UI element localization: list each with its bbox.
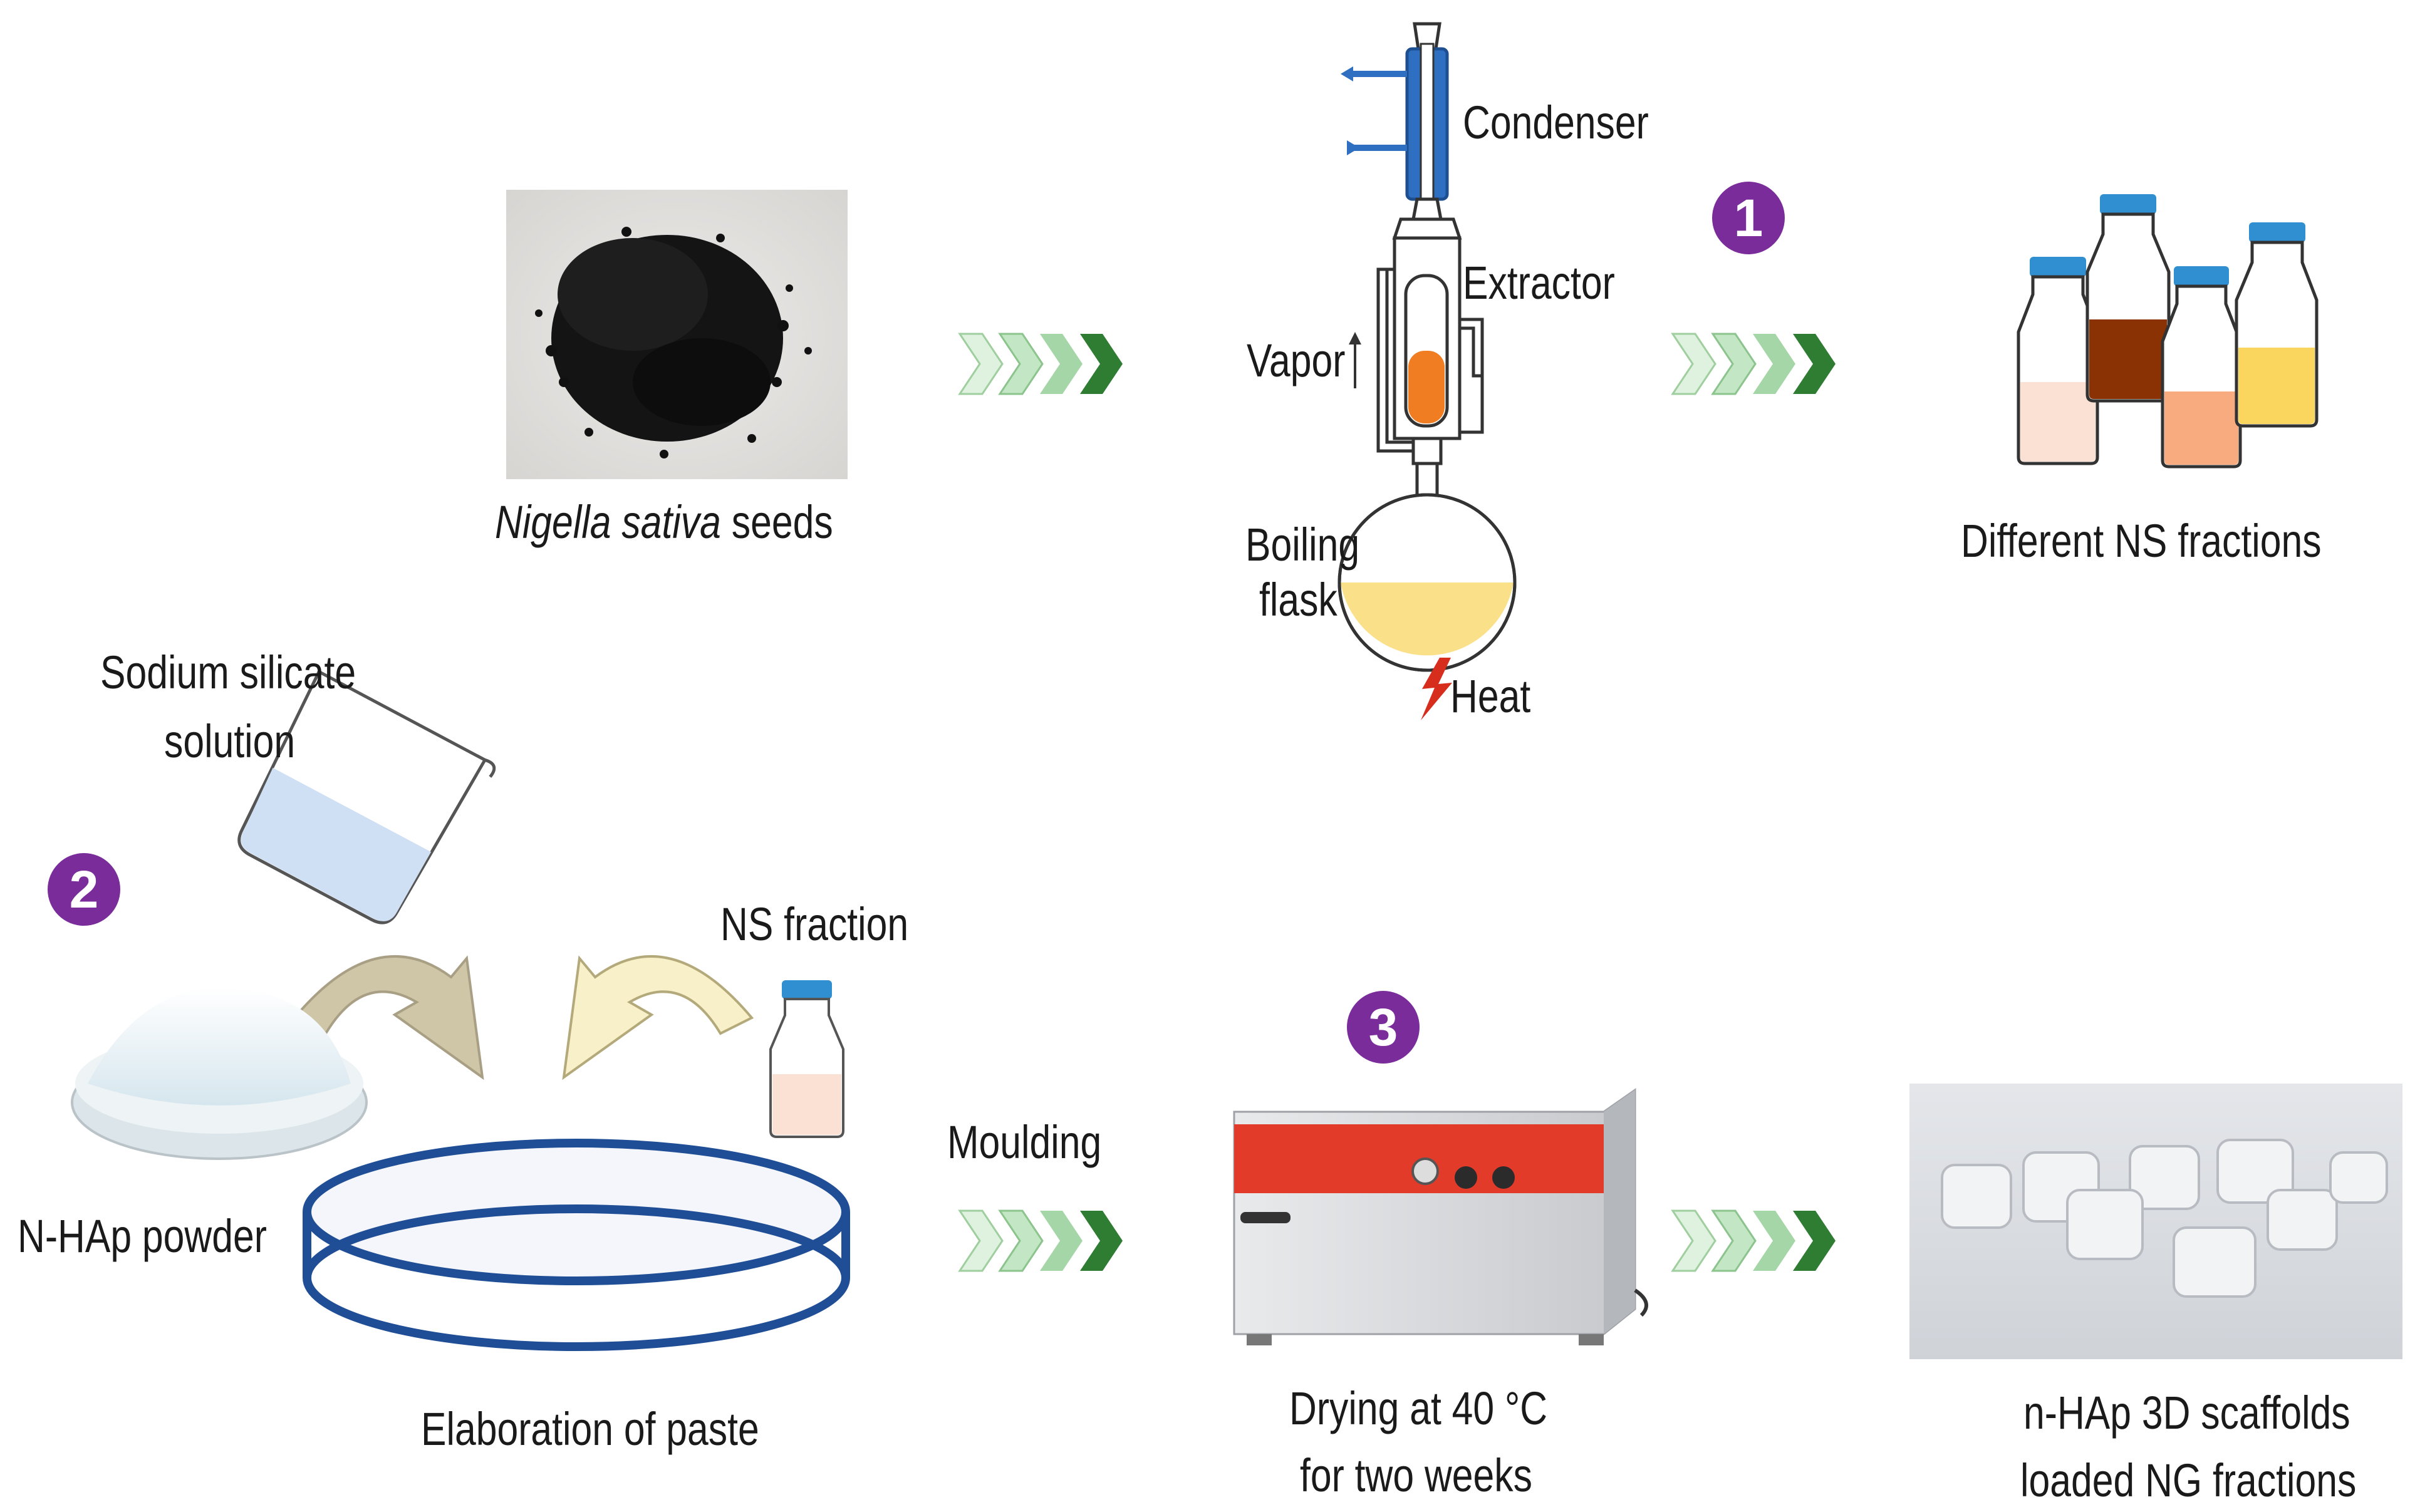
seeds-word: seeds [720, 496, 833, 548]
step-badge-3: 3 [1347, 991, 1420, 1064]
bottle-icon [2235, 222, 2319, 428]
boiling-flask-label-line1: Boiling [1245, 519, 1360, 571]
bottle-icon [2085, 194, 2171, 403]
scaffold-photo [1909, 1084, 2402, 1359]
curved-arrow-icon [562, 955, 754, 1080]
chevron-arrow-icon [1671, 1209, 1836, 1272]
ns-fraction-label: NS fraction [720, 898, 909, 950]
fraction-bottles [2017, 194, 2319, 469]
bottle-icon [2017, 257, 2099, 465]
chevron-arrow-icon [958, 333, 1123, 395]
step-badge-2: 2 [48, 853, 120, 926]
drying-label-line2: for two weeks [1300, 1449, 1532, 1501]
fractions-label: Different NS fractions [1961, 515, 2322, 567]
heat-label: Heat [1450, 670, 1531, 722]
elaboration-label: Elaboration of paste [421, 1403, 759, 1455]
moulding-label: Moulding [947, 1116, 1102, 1168]
curved-arrow-icon [292, 955, 484, 1080]
oven-icon [1233, 1088, 1648, 1345]
extractor-label: Extractor [1463, 257, 1615, 309]
seed-photo [506, 190, 848, 479]
scaffolds-label-line1: n-HAp 3D scaffolds [2023, 1387, 2350, 1439]
drying-label-line1: Drying at 40 °C [1289, 1382, 1548, 1434]
bottle-icon [2161, 266, 2242, 469]
powder-dish-icon [71, 988, 368, 1160]
chevron-arrow-icon [1671, 333, 1836, 395]
sodium-silicate-label-line2: solution [164, 715, 296, 767]
soxhlet-apparatus [1337, 22, 1517, 672]
boiling-flask-label-line2: flask [1259, 574, 1337, 626]
sodium-silicate-label-line1: Sodium silicate [100, 646, 356, 698]
step-badge-1: 1 [1712, 182, 1785, 254]
species-name: Nigella sativa [495, 496, 721, 548]
heat-icon [1421, 658, 1452, 720]
bottle-icon [769, 980, 844, 1138]
seeds-label: Nigella sativa seeds [495, 495, 833, 551]
nhap-powder-label: N-HAp powder [18, 1210, 267, 1262]
chevron-arrow-icon [958, 1209, 1123, 1272]
scaffolds-label-line2: loaded NG fractions [2020, 1454, 2357, 1506]
condenser-label: Condenser [1463, 96, 1649, 148]
vapor-label: Vapor [1247, 334, 1346, 386]
beaker-icon [237, 670, 496, 924]
petri-dish-icon [303, 1139, 850, 1351]
